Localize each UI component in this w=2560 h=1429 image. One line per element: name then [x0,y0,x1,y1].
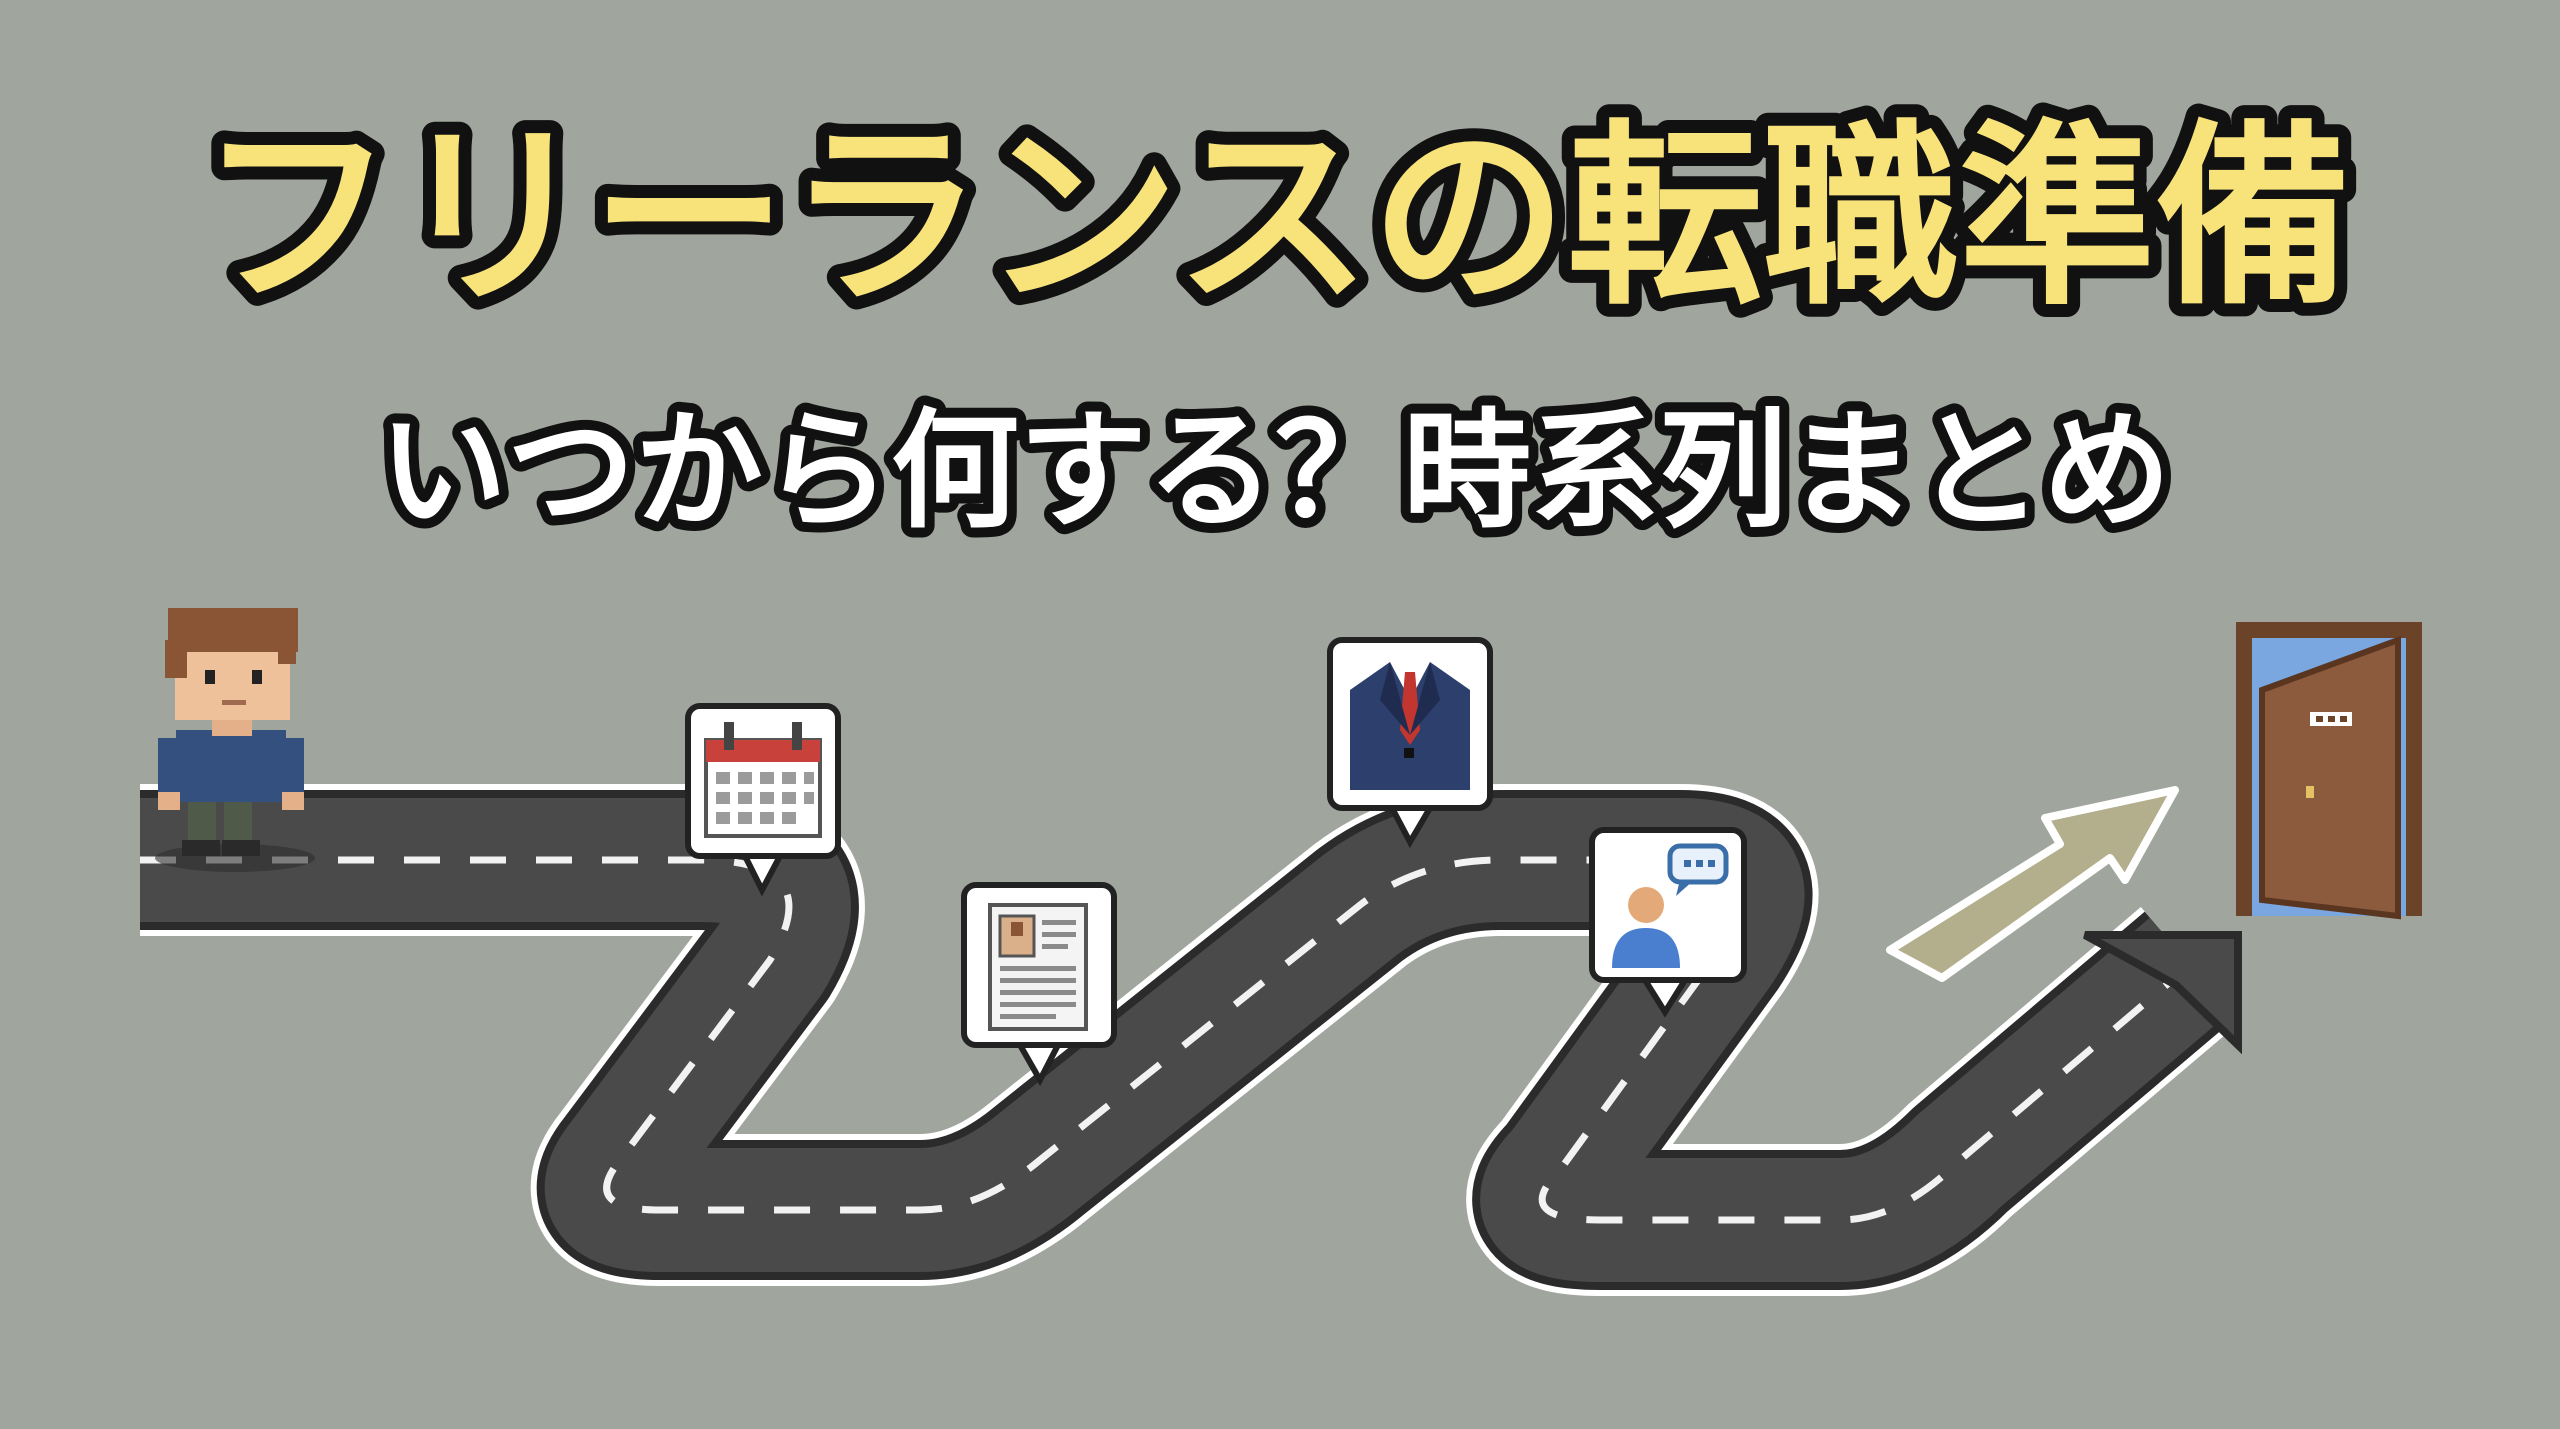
calendar-icon [685,703,841,897]
subtitle: いつから何する？時系列まとめ [379,397,2171,546]
road-arrow-head [2083,931,2242,1055]
exit-door-icon [2236,622,2422,920]
winding-road [140,784,2242,1296]
road-center-dashes [140,856,2193,1224]
interview-chat-icon [1589,827,1747,1018]
character-icon [155,608,315,872]
main-title: フリーランスの転職準備 [199,104,2351,332]
suit-icon [1327,637,1493,849]
resume-icon [961,882,1117,1087]
title-block: フリーランスの転職準備 いつから何する？時系列まとめ [186,91,2364,556]
up-arrow-icon [1886,786,2179,982]
